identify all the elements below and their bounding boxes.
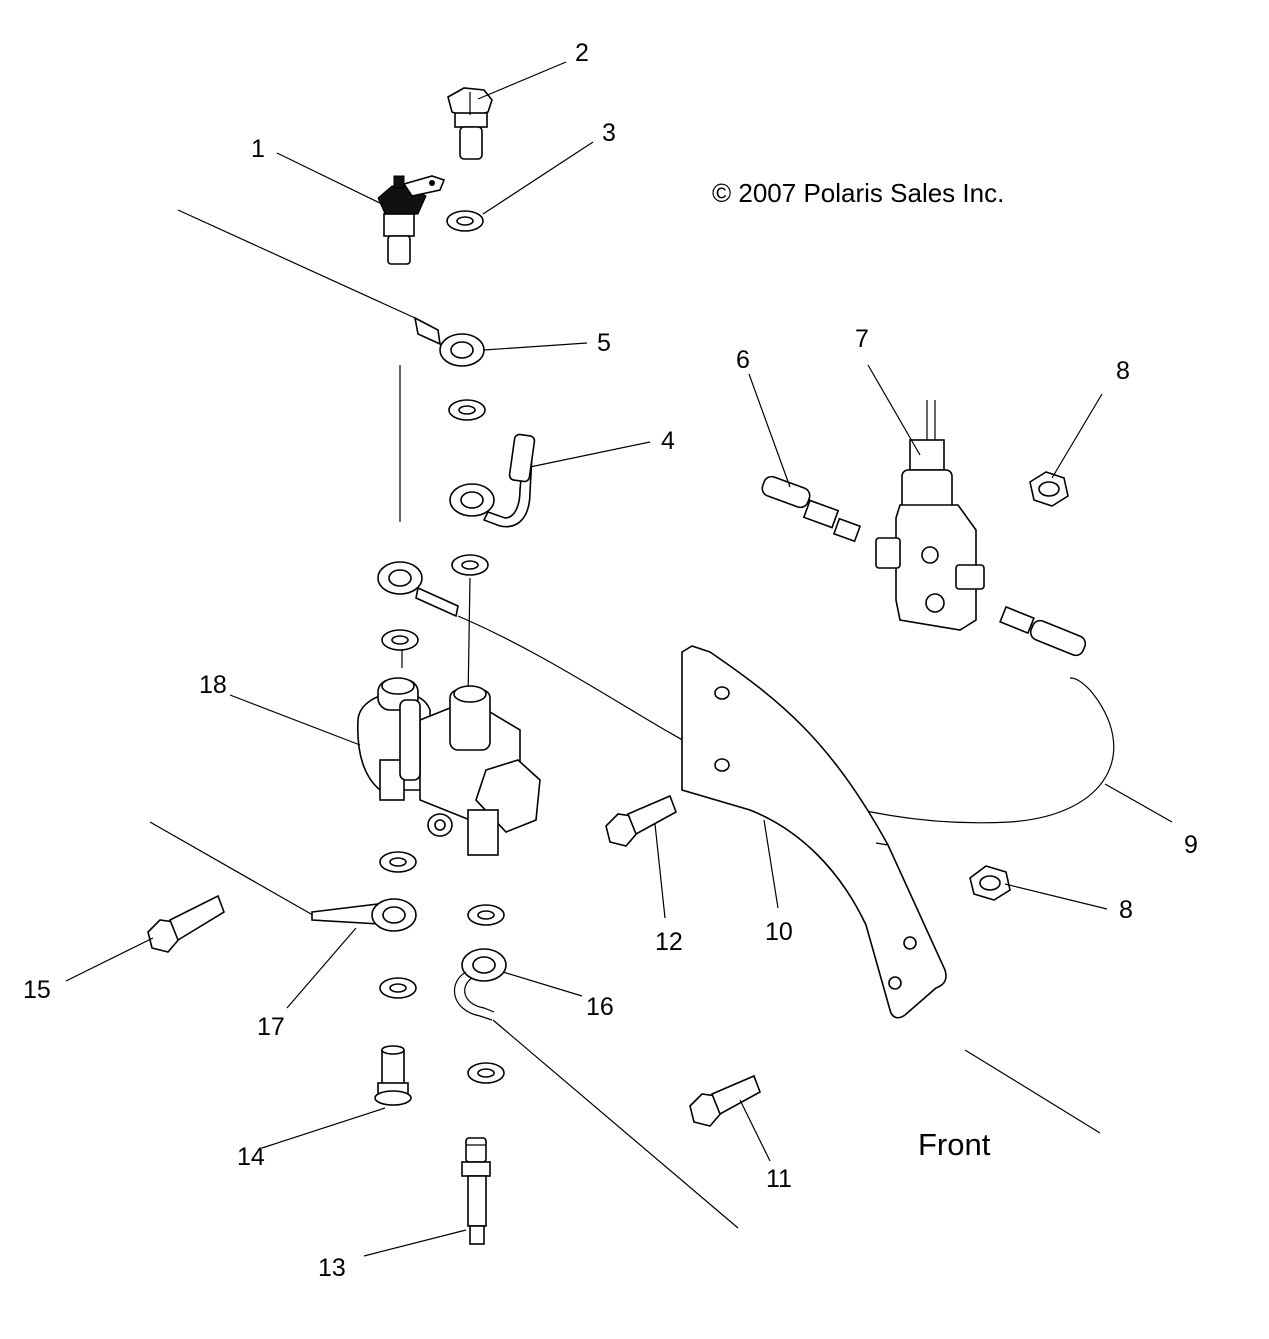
bolt-part-15 xyxy=(147,894,225,953)
bolt-part-11 xyxy=(689,1074,761,1127)
callout-1: 1 xyxy=(251,135,265,163)
callout-7: 7 xyxy=(855,325,869,353)
copyright-text: © 2007 Polaris Sales Inc. xyxy=(712,178,1004,208)
callout-6: 6 xyxy=(736,346,750,374)
callout-2: 2 xyxy=(575,39,589,67)
callout-4: 4 xyxy=(661,427,675,455)
callout-17: 17 xyxy=(257,1013,285,1041)
banjo-bolt-part-14 xyxy=(374,1045,412,1106)
brake-line-fitting-end xyxy=(999,605,1087,657)
callout-16: 16 xyxy=(586,993,614,1021)
callout-5: 5 xyxy=(597,329,611,357)
callout-11: 11 xyxy=(766,1165,792,1193)
banjo-fitting-part-17 xyxy=(311,898,417,932)
banjo-fitting-part xyxy=(413,316,485,367)
callout-8-lower: 8 xyxy=(1119,896,1133,924)
callout-13: 13 xyxy=(318,1254,346,1282)
brake-switch-part xyxy=(377,175,446,265)
stud-bolt-part-13 xyxy=(461,1137,491,1245)
callout-15: 15 xyxy=(23,976,51,1004)
banjo-bolt-part xyxy=(447,87,493,160)
leader-lines xyxy=(65,61,1173,1257)
nut-part-lower xyxy=(969,865,1011,901)
banjo-hose-part-4 xyxy=(449,433,536,528)
bolt-part-12 xyxy=(605,794,677,847)
assembly-lines xyxy=(149,209,1115,1229)
banjo-hose-part-16 xyxy=(453,948,507,1021)
washer-stack xyxy=(379,399,505,1084)
callout-18: 18 xyxy=(199,671,227,699)
front-orientation-label: Front xyxy=(918,1127,991,1162)
callout-14: 14 xyxy=(237,1143,265,1171)
callout-9: 9 xyxy=(1184,831,1198,859)
callout-3: 3 xyxy=(602,119,616,147)
mounting-bracket-part xyxy=(681,645,947,1019)
brake-line-fitting-part xyxy=(761,475,862,543)
callout-labels: 1 2 3 4 5 6 7 8 8 9 10 11 12 13 14 15 16… xyxy=(23,39,1198,1282)
nut-part-upper xyxy=(1029,471,1069,507)
banjo-fitting-lower xyxy=(377,561,459,618)
crush-washer-part xyxy=(446,210,484,232)
brake-light-switch-part xyxy=(875,400,985,631)
proportioning-valve-part xyxy=(357,677,541,856)
callout-12: 12 xyxy=(655,928,683,956)
callout-10: 10 xyxy=(765,918,793,946)
callout-8-upper: 8 xyxy=(1116,357,1130,385)
